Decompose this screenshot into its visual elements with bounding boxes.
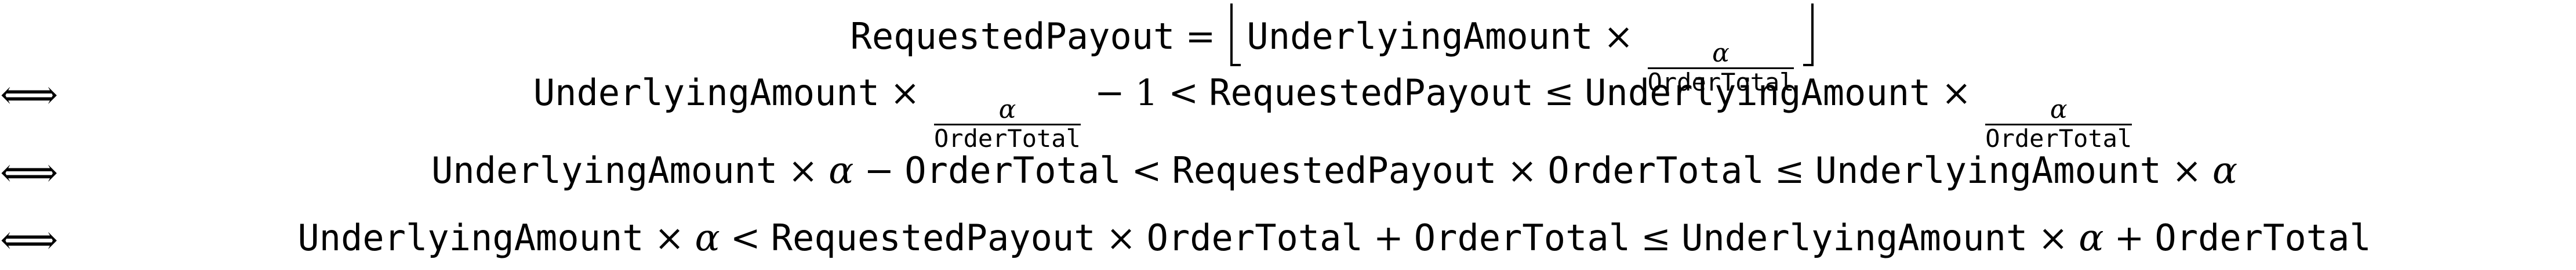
times-sign: × [1603,15,1634,57]
less-equal-sign: ≤ [1544,71,1575,114]
floor-right-bracket [1803,3,1814,66]
fraction-denominator: OrderTotal [1985,124,2132,153]
times-sign: × [1941,71,1972,114]
times-sign: × [2038,217,2069,259]
term-requested-payout: RequestedPayout [1172,149,1497,192]
term-underlying-amount: UnderlyingAmount [1681,217,2028,259]
term-underlying-amount: UnderlyingAmount [431,149,778,192]
alpha-symbol: α [2212,149,2238,192]
fraction-numerator: α [2050,95,2068,124]
times-sign: × [2171,149,2202,192]
iff-symbol: ⟺ [0,71,59,118]
alpha-symbol: α [695,217,720,260]
term-underlying-amount: UnderlyingAmount [297,217,644,259]
fraction-numerator: α [998,95,1016,124]
alpha-symbol: α [829,149,854,192]
term-requested-payout: RequestedPayout [771,217,1096,259]
less-equal-sign: ≤ [1641,217,1672,259]
fraction-denominator: OrderTotal [1647,68,1794,96]
times-sign: × [654,217,685,259]
fraction-bar [1647,67,1794,69]
less-than-sign: < [730,217,761,259]
less-equal-sign: ≤ [1774,149,1805,192]
term-underlying-amount: UnderlyingAmount [1815,149,2161,192]
term-order-total: OrderTotal [904,149,1121,192]
number-one: 1 [1135,71,1158,114]
term-order-total: OrderTotal [1146,217,1363,259]
alpha-symbol: α [2079,217,2104,260]
term-requested-payout: RequestedPayout [1209,71,1534,114]
equation-4-expression: UnderlyingAmount×α<RequestedPayout×Order… [93,219,2576,257]
fraction-bar [934,124,1081,125]
plus-sign: + [1373,217,1404,259]
times-sign: × [788,149,819,192]
term-order-total: OrderTotal [2154,217,2371,259]
iff-symbol: ⟺ [0,216,59,264]
less-than-sign: < [1168,71,1199,114]
term-underlying-amount: UnderlyingAmount [533,71,880,114]
equals-sign: = [1185,15,1216,57]
less-than-sign: < [1131,149,1162,192]
term-order-total: OrderTotal [1547,149,1764,192]
fraction-bar [1985,124,2132,125]
plus-sign: + [2114,217,2145,259]
times-sign: × [1507,149,1538,192]
term-order-total: OrderTotal [1414,217,1631,259]
term-underlying-amount: UnderlyingAmount [1247,15,1593,57]
times-sign: × [1106,217,1136,259]
minus-sign: − [1094,71,1125,114]
times-sign: × [890,71,920,114]
fraction-numerator: α [1712,38,1730,68]
equation-3-expression: UnderlyingAmount×α−OrderTotal<RequestedP… [93,152,2576,189]
fraction-denominator: OrderTotal [934,124,1081,153]
iff-symbol: ⟺ [0,149,59,196]
minus-sign: − [864,149,895,192]
term-requested-payout: RequestedPayout [850,15,1175,57]
term-underlying-amount: UnderlyingAmount [1585,71,1931,114]
floor-left-bracket [1230,3,1241,66]
